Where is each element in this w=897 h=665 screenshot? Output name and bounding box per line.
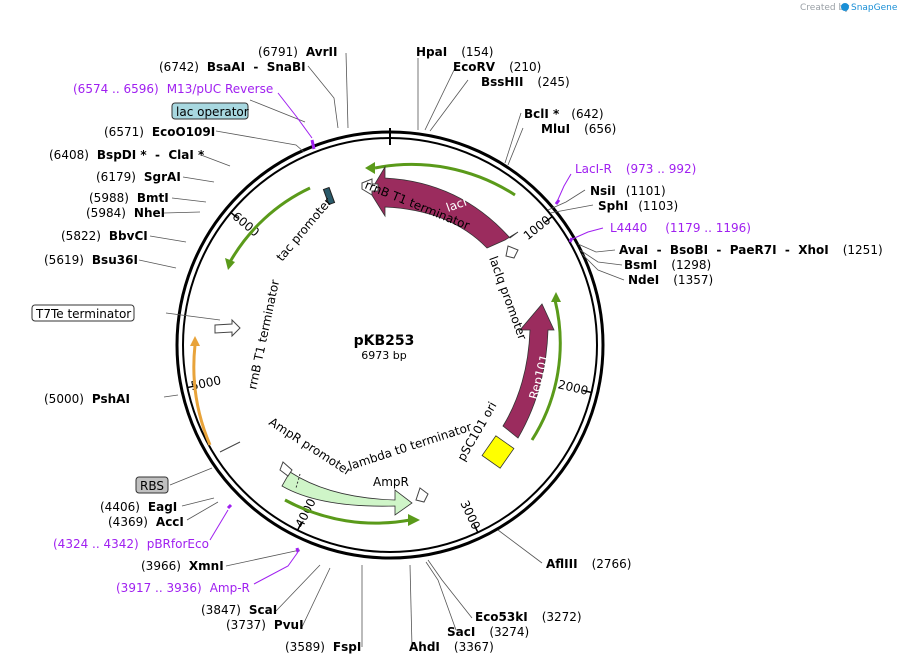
tick-label: 5000 [190, 373, 223, 393]
feature-psc101-ori[interactable] [481, 435, 515, 469]
site-xmni[interactable]: (3966)XmnI [141, 559, 224, 573]
site-mlui[interactable]: MluI(656) [541, 122, 616, 136]
rbs-box[interactable]: RBS [135, 476, 169, 494]
site-saci[interactable]: SacI(3274) [447, 625, 529, 639]
lac-operator-label: lac operator [176, 105, 249, 119]
site-avrii[interactable]: (6791)AvrII [258, 45, 337, 59]
site-ecorv[interactable]: EcoRV(210) [453, 60, 541, 74]
laciq-promoter-icon [505, 245, 519, 259]
primer-m13-puc-reverse[interactable]: (6574 .. 6596)M13/pUC Reverse [73, 82, 273, 96]
credit-brand: SnapGene [851, 3, 897, 13]
site-bsaai-snabi[interactable]: (6742)BsaAI - SnaBI [159, 60, 306, 74]
rrnb-t1-left-label: rrnB T1 terminator [245, 278, 282, 390]
site-bspdi-clai[interactable]: (6408)BspDI * - ClaI * [49, 148, 205, 162]
site-leaders [138, 52, 625, 648]
ampr-promoter-divider [295, 473, 301, 489]
site-eco53ki[interactable]: Eco53kI(3272) [475, 610, 582, 624]
orf-arrows [190, 162, 562, 526]
tick-label: 2000 [557, 377, 590, 398]
site-ecoo109i[interactable]: (6571)EcoO109I [104, 125, 215, 139]
site-scai[interactable]: (3847)ScaI [201, 603, 277, 617]
feature-lacI-label: lacI [444, 195, 468, 215]
orf-orange-arrowhead [190, 336, 200, 346]
primer-l4440[interactable]: L4440(1179 .. 1196) [610, 221, 751, 235]
primer-laci-r[interactable]: LacI-R(973 .. 992) [575, 162, 696, 176]
site-nsii[interactable]: NsiI(1101) [590, 184, 666, 198]
ampr-promoter-label: AmpR promoter [266, 415, 354, 479]
lambda-t0-icon [415, 487, 429, 503]
site-bsmi[interactable]: BsmI(1298) [624, 258, 711, 272]
t7te-terminator-box[interactable]: T7Te terminator [31, 304, 135, 322]
feature-ampr[interactable]: AmpR [281, 471, 413, 516]
site-bsshii[interactable]: BssHII(245) [481, 75, 570, 89]
site-acci[interactable]: (4369)AccI [108, 515, 184, 529]
small-glyphs [214, 178, 519, 503]
site-bcli[interactable]: BclI *(642) [524, 107, 604, 121]
feature-ampr-label: AmpR [373, 475, 409, 489]
orf-upper-left-arrowhead [225, 258, 235, 270]
tick-mark [544, 215, 553, 223]
orf-rep-arrowhead [551, 292, 561, 302]
tick-mark [230, 212, 239, 219]
site-pshai[interactable]: (5000)PshAI [44, 392, 130, 406]
primer-leaders [209, 92, 604, 585]
orf-ampr-arrowhead [408, 514, 420, 526]
laciq-promoter-label: lacIq promoter [486, 254, 529, 341]
rbs-label: RBS [140, 479, 164, 493]
orf-ampr [284, 498, 411, 525]
site-eagi[interactable]: (4406)EagI [100, 500, 177, 514]
site-sgrai[interactable]: (6179)SgrAI [96, 170, 181, 184]
tick-mark [473, 523, 479, 533]
orf-lacI [374, 162, 516, 197]
tick-mark [296, 521, 303, 531]
feature-rep101[interactable]: Rep101 [502, 303, 555, 439]
primer-pbrforeco[interactable]: (4324 .. 4342)pBRforEco [53, 537, 209, 551]
primer-marks [226, 139, 574, 553]
site-bsu36i[interactable]: (5619)Bsu36I [44, 253, 138, 267]
credit-prefix: Created by [800, 3, 850, 13]
rbs-mark-icon [219, 441, 241, 453]
orf-rep [530, 299, 562, 441]
t7te-terminator-label: T7Te terminator [35, 307, 131, 321]
site-bmti[interactable]: (5988)BmtI [89, 191, 169, 205]
tick-label: 3000 [457, 498, 483, 532]
snapgene-logo-icon [841, 3, 849, 11]
lambda-t0-label: lambda t0 terminator [347, 420, 474, 473]
primer-labels: (6574 .. 6596)M13/pUC Reverse LacI-R(973… [53, 82, 751, 595]
rrnB-t1-terminator-icon [361, 178, 379, 196]
rrnB-t1-left-icon [214, 318, 241, 338]
tick-label: 1000 [521, 213, 554, 243]
tick-mark [582, 389, 592, 394]
plasmid-size: 6973 bp [361, 349, 406, 362]
site-nhei[interactable]: (5984)NheI [86, 206, 165, 220]
feature-lacI[interactable]: lacI [369, 165, 519, 249]
plasmid-name: pKB253 [354, 333, 415, 349]
ampr-promoter-icon [279, 461, 293, 477]
site-fspi[interactable]: (3589)FspI [285, 640, 361, 654]
site-ahdi[interactable]: AhdI(3367) [409, 640, 494, 654]
site-hpai[interactable]: HpaI(154) [416, 45, 493, 59]
site-pvui[interactable]: (3737)PvuI [226, 618, 304, 632]
restriction-sites: HpaI(154) EcoRV(210) BssHII(245) BclI *(… [44, 45, 883, 654]
lac-operator-box[interactable]: lac operator [171, 102, 249, 120]
site-ndei[interactable]: NdeI(1357) [628, 273, 713, 287]
site-avai-group[interactable]: AvaI - BsoBI - PaeR7I - XhoI(1251) [619, 243, 883, 257]
orf-upper-left [228, 186, 311, 263]
orf-orange [192, 344, 212, 446]
site-afliii[interactable]: AflIII(2766) [546, 557, 631, 571]
site-sphi[interactable]: SphI(1103) [598, 199, 678, 213]
lac-operator-mark-icon [322, 186, 336, 206]
site-bbvci[interactable]: (5822)BbvCI [61, 229, 148, 243]
orf-lacI-arrowhead [365, 162, 375, 174]
primer-amp-r[interactable]: (3917 .. 3936)Amp-R [116, 581, 250, 595]
